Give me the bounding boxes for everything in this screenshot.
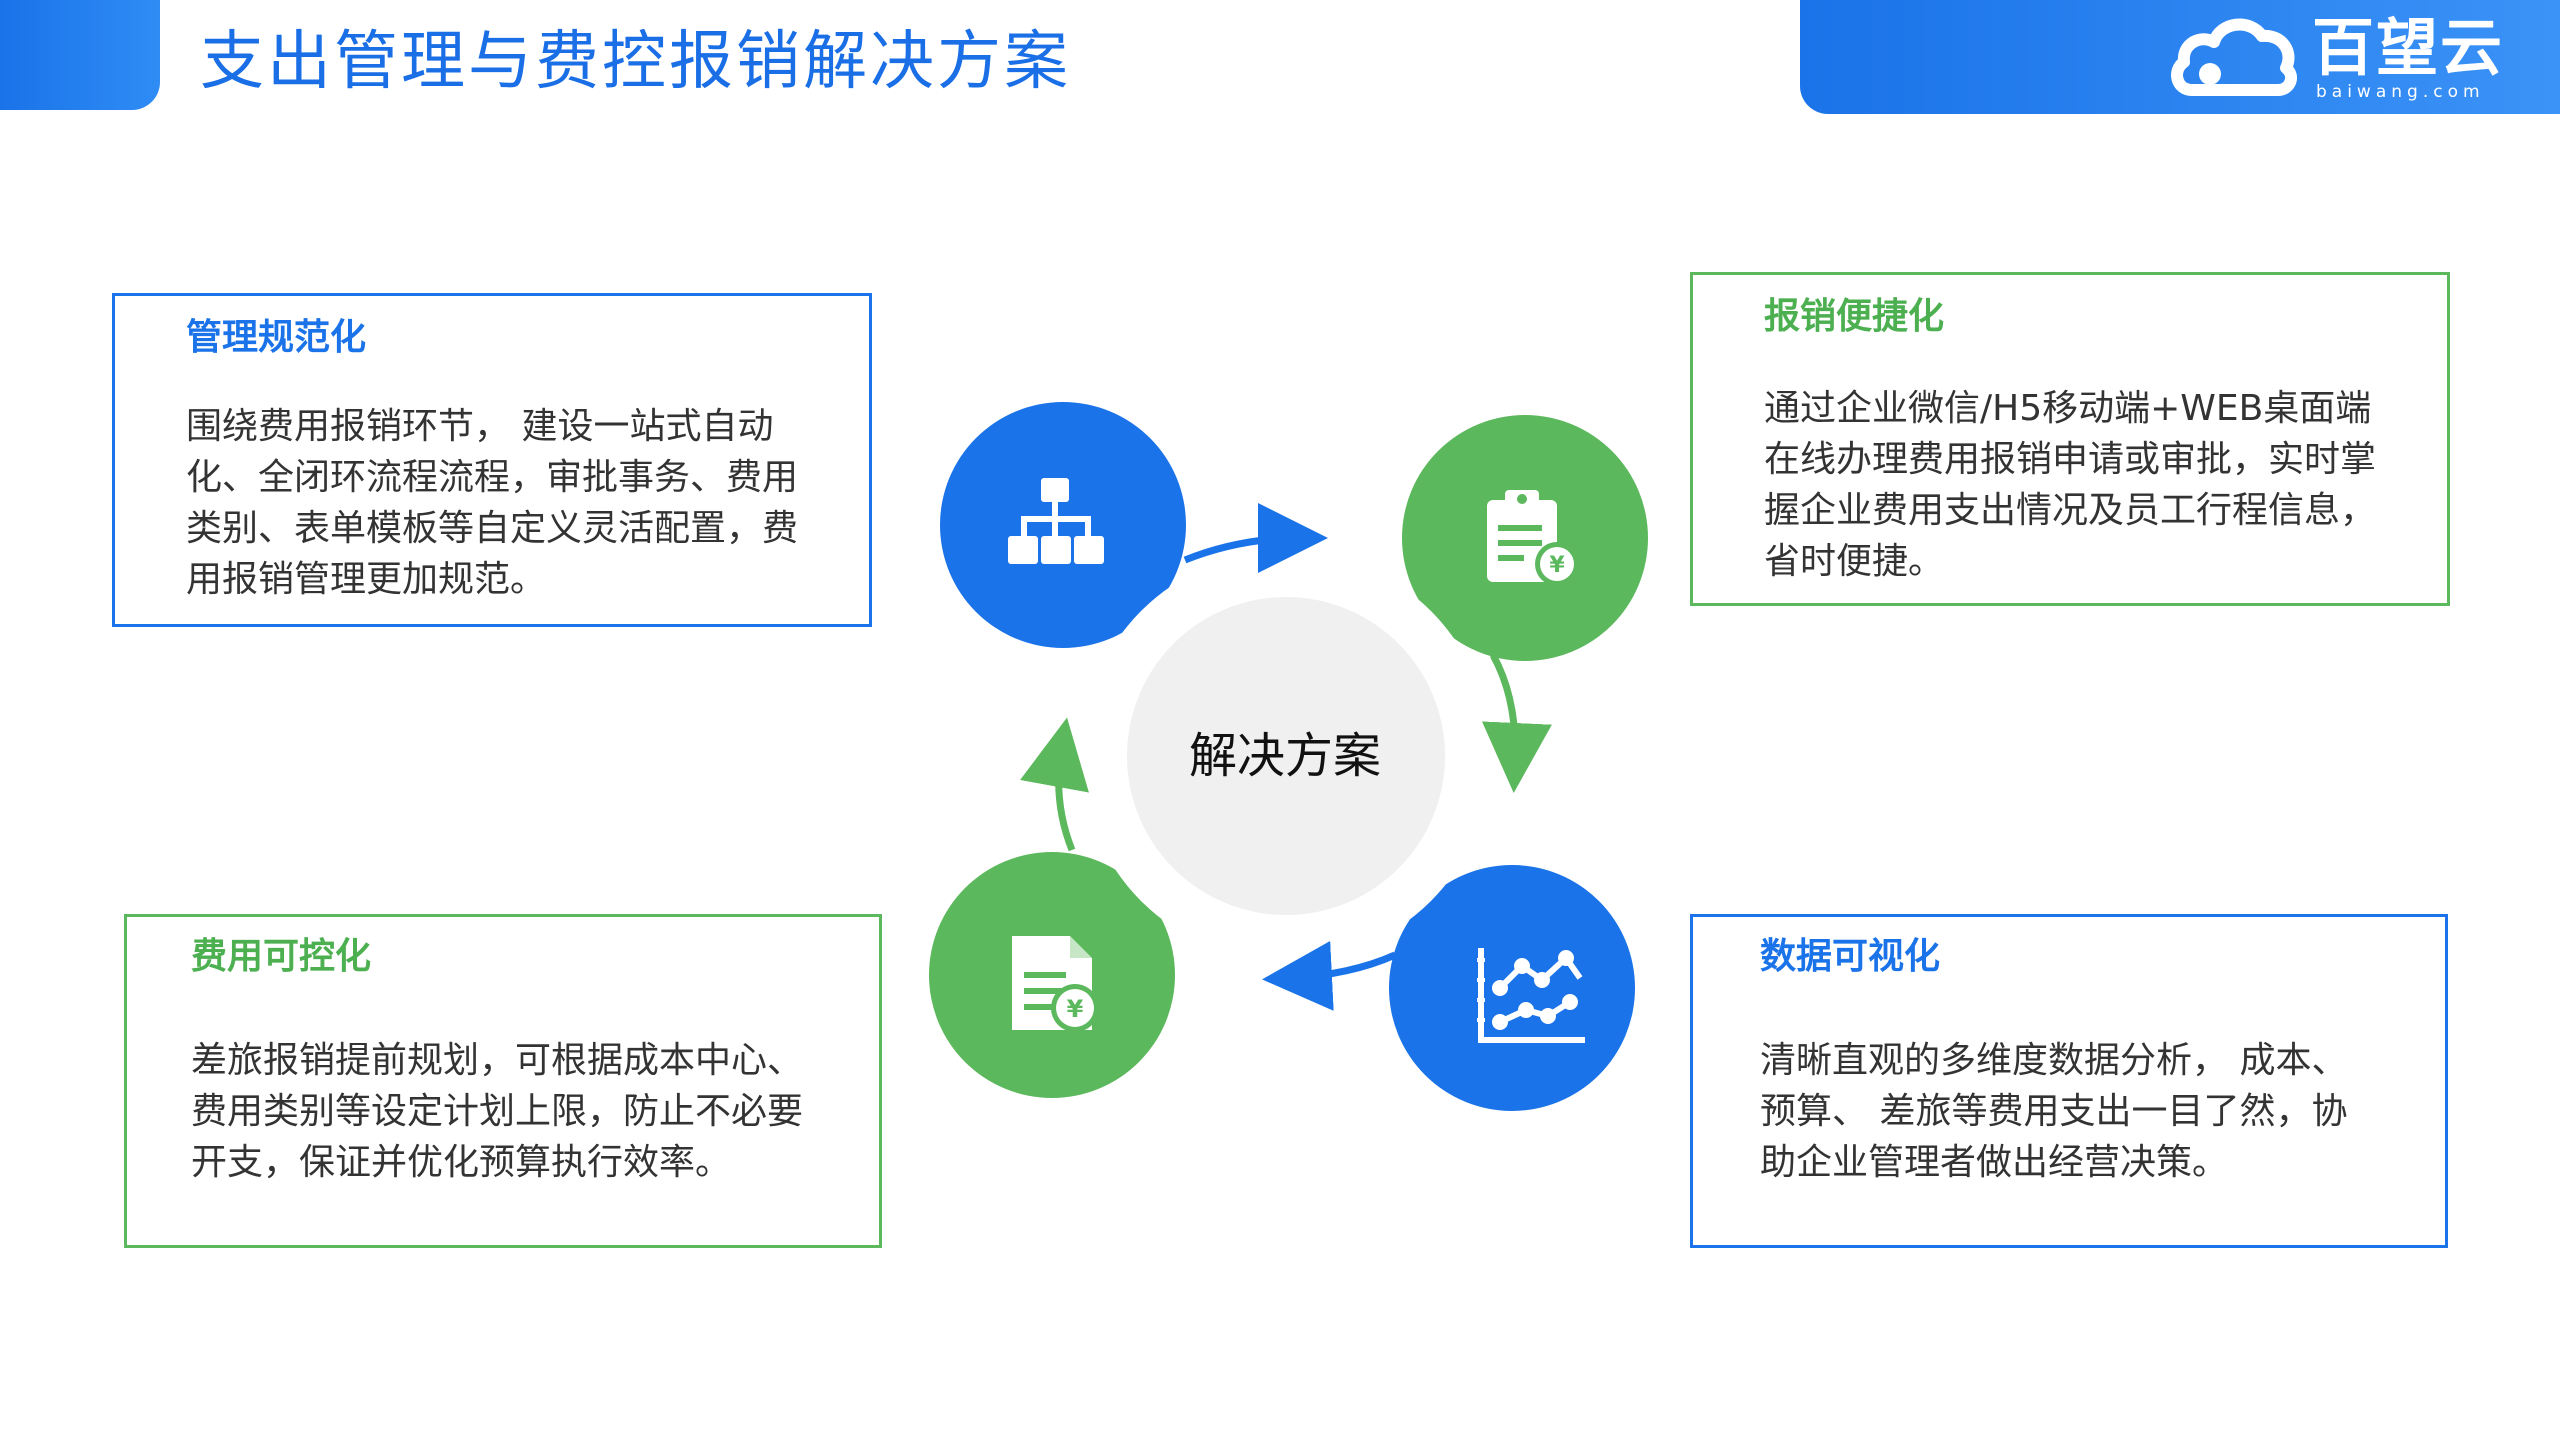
center-label: 解决方案 bbox=[1188, 728, 1381, 784]
clipboard-yuan-icon: ¥ bbox=[1487, 490, 1579, 586]
arrow-left bbox=[1020, 717, 1089, 852]
line-chart-icon bbox=[1477, 948, 1585, 1043]
center-circle bbox=[1127, 597, 1445, 915]
card-title: 数据可视化 bbox=[1760, 936, 1941, 977]
card-body: 通过企业微信/H5移动端+WEB桌面端在线办理费用报销申请或审批，实时掌握企业费… bbox=[1764, 388, 2377, 582]
card-title: 管理规范化 bbox=[186, 317, 367, 358]
org-chart-icon bbox=[1008, 478, 1104, 564]
cloud-logo-icon bbox=[2171, 18, 2297, 96]
card-management-standardization: 管理规范化 围绕费用报销环节， 建设一站式自动化、全闭环流程流程，审批事务、费用… bbox=[112, 293, 872, 627]
card-reimbursement-convenience: 报销便捷化 通过企业微信/H5移动端+WEB桌面端在线办理费用报销申请或审批，实… bbox=[1690, 272, 2450, 606]
title-accent-tab bbox=[0, 0, 160, 110]
document-yuan-icon: ¥ bbox=[1012, 936, 1099, 1032]
card-data-visualization: 数据可视化 清晰直观的多维度数据分析， 成本、预算、 差旅等费用支出一目了然，协… bbox=[1690, 914, 2448, 1248]
yuan-symbol: ¥ bbox=[1067, 995, 1084, 1023]
arrow-bottom bbox=[1262, 940, 1397, 1011]
card-body: 清晰直观的多维度数据分析， 成本、预算、 差旅等费用支出一目了然，协助企业管理者… bbox=[1760, 1040, 2348, 1183]
arrow-top bbox=[1183, 503, 1328, 574]
page-title: 支出管理与费控报销解决方案 bbox=[200, 25, 1071, 99]
card-body: 围绕费用报销环节， 建设一站式自动化、全闭环流程流程，审批事务、费用类别、表单模… bbox=[186, 406, 799, 600]
card-title: 费用可控化 bbox=[191, 936, 372, 977]
arrow-right bbox=[1481, 653, 1552, 793]
card-cost-controllability: 费用可控化 差旅报销提前规划，可根据成本中心、费用类别等设定计划上限，防止不必要… bbox=[124, 914, 882, 1248]
circle-top-left bbox=[940, 402, 1186, 648]
logo-name: 百望云 bbox=[2312, 11, 2505, 84]
yuan-symbol: ¥ bbox=[1549, 553, 1565, 578]
logo-bar: 百望云 baiwang.com bbox=[1800, 0, 2560, 114]
card-body: 差旅报销提前规划，可根据成本中心、费用类别等设定计划上限，防止不必要开支，保证并… bbox=[191, 1040, 804, 1183]
card-title: 报销便捷化 bbox=[1764, 296, 1945, 337]
circle-bottom-right bbox=[1389, 865, 1635, 1111]
logo-subtitle: baiwang.com bbox=[2316, 82, 2485, 102]
